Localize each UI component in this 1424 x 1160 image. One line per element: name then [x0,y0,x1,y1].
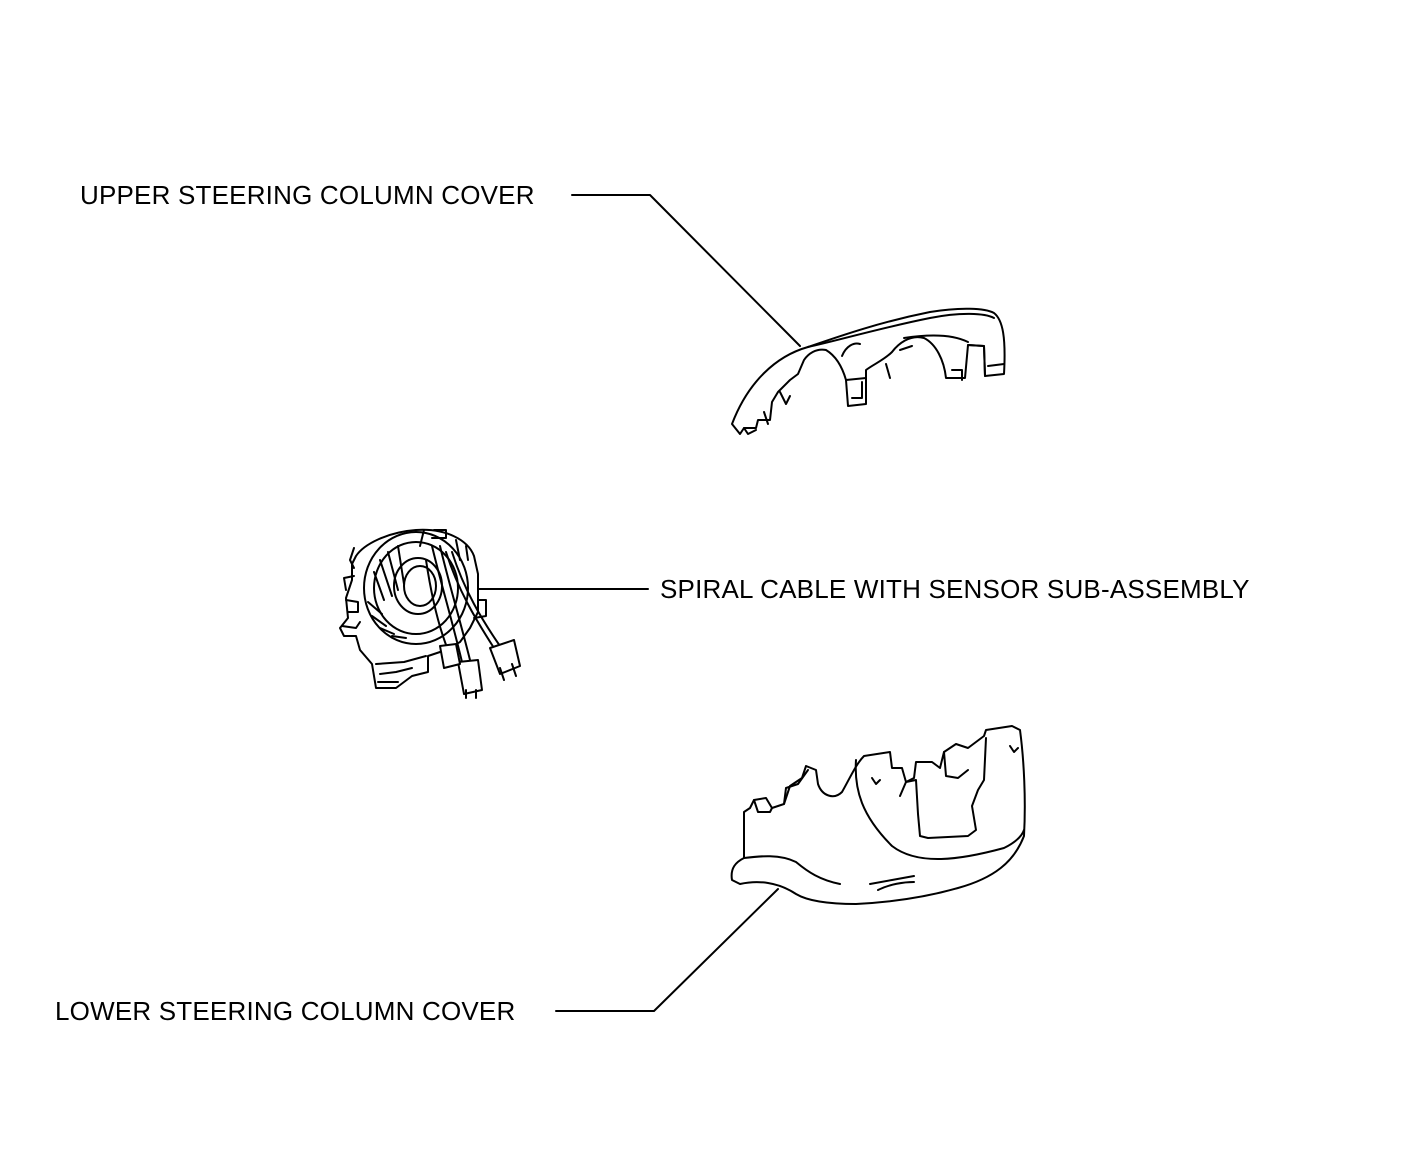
lower-steering-column-cover-label: LOWER STEERING COLUMN COVER [55,996,516,1026]
spiral-cable-label: SPIRAL CABLE WITH SENSOR SUB-ASSEMBLY [660,574,1250,604]
lower-steering-column-cover-drawing [730,725,1026,905]
lower-cover-leader-line [555,888,779,1012]
upper-steering-column-cover-label: UPPER STEERING COLUMN COVER [80,180,535,210]
upper-cover-leader-line [571,194,801,347]
spiral-cable-drawing [339,528,521,699]
upper-steering-column-cover-drawing [731,307,1006,435]
